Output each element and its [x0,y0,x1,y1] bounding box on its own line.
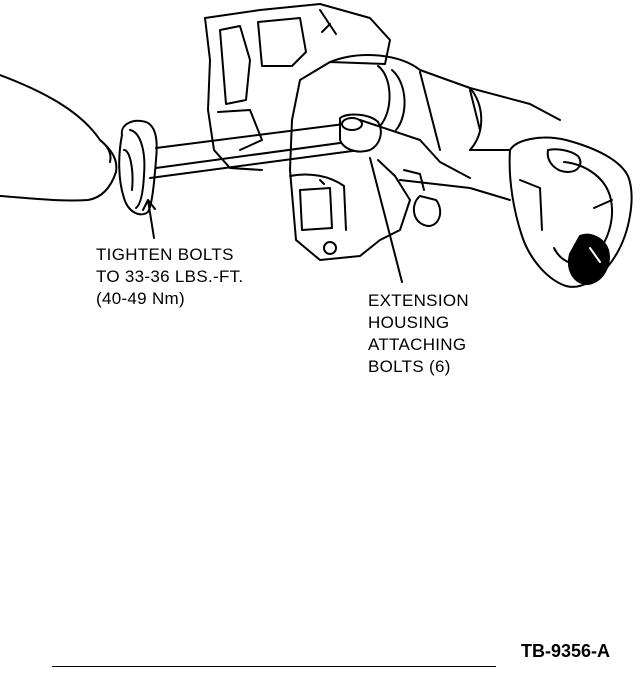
torque-callout-line: TO 33-36 LBS.-FT. [96,267,244,286]
bottom-divider [52,666,496,667]
transmission-case [204,3,411,261]
torque-wrench [118,113,382,216]
extension-callout-line: EXTENSION [368,291,469,310]
leader-lines [142,157,403,283]
torque-callout-line: (40-49 Nm) [96,289,185,308]
hand-outline [0,74,118,202]
torque-callout-line: TIGHTEN BOLTS [96,245,234,264]
torque-callout: TIGHTEN BOLTS TO 33-36 LBS.-FT. (40-49 N… [96,244,243,310]
extension-callout-line: BOLTS (6) [368,357,451,376]
extension-callout-line: HOUSING [368,313,450,332]
figure-id: TB-9356-A [520,641,610,661]
extension-callout-line: ATTACHING [368,335,467,354]
extension-bolts-callout: EXTENSION HOUSING ATTACHING BOLTS (6) [368,290,469,378]
output-housing [508,136,633,288]
extension-housing [329,54,561,227]
